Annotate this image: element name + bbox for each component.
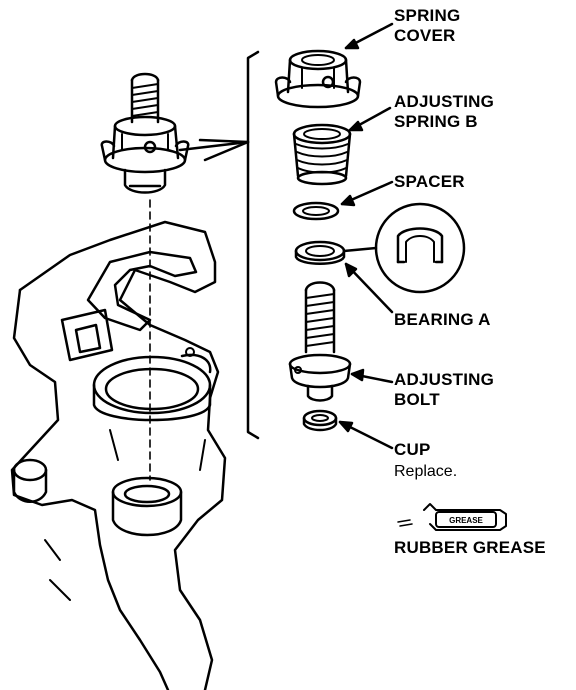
grease-badge: GREASE xyxy=(397,503,507,531)
spring-cover-part xyxy=(274,49,362,109)
bearing-detail-callout xyxy=(342,202,466,294)
knuckle-housing xyxy=(10,199,227,690)
adjusting-spring-b-label: ADJUSTING SPRING B xyxy=(394,92,495,131)
grease-badge-label: GREASE xyxy=(449,516,483,525)
cup-replace-note: Replace. xyxy=(394,463,458,480)
spacer-part xyxy=(292,201,340,221)
cup-label: CUP xyxy=(394,440,431,459)
rubber-grease-label: RUBBER GREASE xyxy=(394,538,546,557)
adjusting-bolt-part xyxy=(288,281,352,402)
assembled-adjuster xyxy=(100,72,190,194)
exploded-bracket xyxy=(178,50,260,440)
bearing-a-part xyxy=(294,240,346,265)
spacer-label: SPACER xyxy=(394,172,465,191)
spring-cover-label: SPRING COVER xyxy=(394,6,461,45)
bearing-a-label: BEARING A xyxy=(394,310,491,329)
adjusting-spring-b-part xyxy=(292,123,352,186)
cup-part xyxy=(302,409,338,432)
label-arrows xyxy=(338,22,394,450)
adjusting-bolt-label: ADJUSTING BOLT xyxy=(394,370,495,409)
